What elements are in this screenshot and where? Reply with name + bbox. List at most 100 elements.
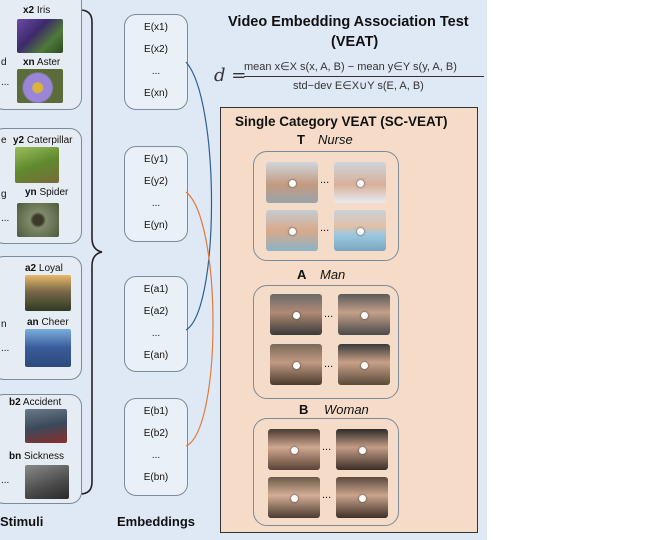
caterpillar-image xyxy=(15,147,59,183)
stimuli-card-a: a2 Loyal n an Cheer ... xyxy=(0,256,82,380)
group-attribute-woman: ... ... xyxy=(253,418,399,526)
y2-sub: y2 xyxy=(13,135,25,146)
embedding-x-1: E(x1) xyxy=(144,22,168,33)
attr-a-name: Man xyxy=(320,267,346,282)
embedding-box-b: E(b1) E(b2) ... E(bn) xyxy=(124,398,188,496)
embedding-box-x: E(x1) E(x2) ... E(xn) xyxy=(124,14,188,110)
nurse-video-1 xyxy=(266,162,318,203)
an-label: Cheer xyxy=(41,317,69,328)
attr-b-name: Woman xyxy=(324,402,369,417)
loyal-image xyxy=(25,275,71,311)
embedding-y-ellipsis: ... xyxy=(151,198,161,209)
formula-denominator: std−dev E∈X∪Y s(E, A, B) xyxy=(293,80,424,92)
x2-label: Iris xyxy=(36,5,51,16)
xn-sub: xn xyxy=(23,57,35,68)
embedding-b-1: E(b1) xyxy=(143,406,169,417)
ellipsis: ... xyxy=(324,358,334,370)
woman-video-1 xyxy=(268,429,320,470)
embedding-b-2: E(b2) xyxy=(143,428,169,439)
man-video-3 xyxy=(270,344,322,385)
woman-video-3 xyxy=(268,477,320,518)
play-icon xyxy=(359,494,366,502)
man-video-4 xyxy=(338,344,390,385)
x-partial-2: ... xyxy=(1,77,10,88)
formula-fraction-bar xyxy=(244,76,484,77)
a-partial-2: ... xyxy=(1,343,10,354)
stimuli-brace xyxy=(79,9,103,495)
play-icon xyxy=(357,179,364,187)
play-icon xyxy=(289,227,296,235)
veat-title-line2: (VEAT) xyxy=(331,34,379,50)
y2-label: Caterpillar xyxy=(26,135,73,146)
y-partial-1: e xyxy=(1,135,7,146)
spider-image xyxy=(17,203,59,237)
play-icon xyxy=(291,446,298,454)
y-partial-3: ... xyxy=(1,213,10,224)
embedding-box-y: E(y1) E(y2) ... E(yn) xyxy=(124,146,188,242)
a2-label: Loyal xyxy=(38,263,63,274)
bn-label: Sickness xyxy=(24,451,65,462)
target-name: Nurse xyxy=(318,132,353,147)
formula-numerator: mean x∈X s(x, A, B) − mean y∈Y s(y, A, B… xyxy=(244,61,457,73)
scveat-title: Single Category VEAT (SC-VEAT) xyxy=(235,114,448,129)
aster-image xyxy=(17,69,63,103)
accident-image xyxy=(25,409,67,443)
ellipsis: ... xyxy=(324,308,334,320)
embedding-a-1: E(a1) xyxy=(143,284,169,295)
embedding-y-2: E(y2) xyxy=(144,176,168,187)
stimuli-card-b: b2 Accident bn Sickness ... xyxy=(0,394,82,504)
embedding-b-n: E(bn) xyxy=(143,472,169,483)
nurse-video-3 xyxy=(266,210,318,251)
b-partial-1: ... xyxy=(1,475,10,486)
embedding-x-n: E(xn) xyxy=(144,88,168,99)
bn-sub: bn xyxy=(9,451,22,462)
play-icon xyxy=(293,361,300,369)
ellipsis: ... xyxy=(320,174,330,186)
sickness-image xyxy=(25,465,69,499)
play-icon xyxy=(361,361,368,369)
embedding-b-ellipsis: ... xyxy=(151,450,161,461)
woman-video-4 xyxy=(336,477,388,518)
b2-sub: b2 xyxy=(9,397,21,408)
link-x-a xyxy=(185,61,213,331)
play-icon xyxy=(291,494,298,502)
iris-image xyxy=(17,19,63,53)
embedding-y-n: E(yn) xyxy=(144,220,168,231)
man-video-1 xyxy=(270,294,322,335)
x-partial-1: d xyxy=(1,57,7,68)
cheer-image xyxy=(25,329,71,367)
embedding-a-2: E(a2) xyxy=(143,306,169,317)
stimuli-card-y: e y2 Caterpillar g yn Spider ... xyxy=(0,128,82,244)
ellipsis: ... xyxy=(320,222,330,234)
ellipsis: ... xyxy=(322,489,332,501)
embedding-x-ellipsis: ... xyxy=(151,66,161,77)
formula-lhs: d = xyxy=(214,65,247,86)
embeddings-label: Embeddings xyxy=(117,514,196,529)
link-y-b xyxy=(185,191,214,447)
play-icon xyxy=(359,446,366,454)
play-icon xyxy=(289,179,296,187)
an-sub: an xyxy=(27,317,39,328)
nurse-video-4 xyxy=(334,210,386,251)
b2-label: Accident xyxy=(22,397,62,408)
nurse-video-2 xyxy=(334,162,386,203)
stimuli-label: Stimuli xyxy=(0,514,44,529)
embedding-a-ellipsis: ... xyxy=(151,328,161,339)
y-partial-2: g xyxy=(1,189,7,200)
play-icon xyxy=(361,311,368,319)
a2-sub: a2 xyxy=(25,263,37,274)
yn-sub: yn xyxy=(25,187,37,198)
embedding-y-1: E(y1) xyxy=(144,154,168,165)
group-attribute-man: ... ... xyxy=(253,285,399,399)
man-video-2 xyxy=(338,294,390,335)
embedding-a-n: E(an) xyxy=(143,350,169,361)
attr-a-letter: A xyxy=(297,267,307,282)
group-target-nurse: ... ... xyxy=(253,151,399,261)
ellipsis: ... xyxy=(322,441,332,453)
play-icon xyxy=(357,227,364,235)
embedding-x-2: E(x2) xyxy=(144,44,168,55)
xn-label: Aster xyxy=(36,57,61,68)
a-partial-1: n xyxy=(1,319,7,330)
play-icon xyxy=(293,311,300,319)
attr-b-letter: B xyxy=(299,402,309,417)
